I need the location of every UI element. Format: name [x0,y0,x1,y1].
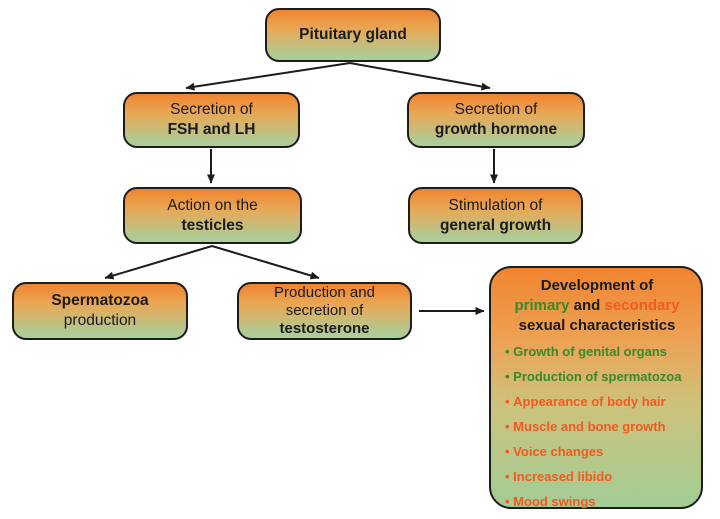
bullet-production-spermatozoa: Production of spermatozoa [505,369,691,384]
bullet-voice-changes: Voice changes [505,444,691,459]
node-label-line2: general growth [439,216,552,234]
arrow-testicles-to-testosterone [211,245,320,280]
development-title-secondary: secondary [604,297,680,314]
node-label-line1: Secretion of [170,101,253,118]
arrow-testicles-to-spermatozoa [104,245,213,280]
bullet-increased-libido: Increased libido [505,469,691,484]
node-label-line1: Action on the [167,196,258,214]
arrow-pituitary-to-growth-hormone [349,62,491,91]
node-label-line1: Secretion of [454,101,538,118]
development-title-line3: sexual characteristics [518,317,676,334]
node-development-characteristics: Development of primary and secondary sex… [489,266,703,509]
node-label-line1: Production and [274,284,375,301]
node-label-line2: testicles [181,216,244,234]
arrow-pituitary-to-fsh [185,62,351,91]
node-secretion-fsh-lh: Secretion of FSH and LH [123,92,300,148]
node-label-line2: FSH and LH [167,121,256,138]
node-label-line1: Stimulation of [448,196,543,214]
development-title-primary: primary [514,297,570,314]
node-label-line2: production [63,312,137,329]
node-label: Pituitary gland [299,26,407,43]
node-secretion-growth-hormone: Secretion of growth hormone [407,92,585,148]
bullet-appearance-body-hair: Appearance of body hair [505,394,691,409]
bullet-mood-swings: Mood swings [505,494,691,509]
node-spermatozoa-production: Spermatozoa production [12,282,188,340]
node-testosterone-secretion: Production and secretion of testosterone [237,282,412,340]
node-label-line2: growth hormone [434,121,558,138]
development-title: Development of primary and secondary sex… [503,276,691,336]
development-title-line1: Development of [540,277,654,294]
node-stimulation-general-growth: Stimulation of general growth [408,187,583,244]
node-pituitary-gland: Pituitary gland [265,8,441,62]
node-label-line3: testosterone [279,320,370,337]
development-title-and: and [569,297,605,314]
bullet-growth-genital-organs: Growth of genital organs [505,344,691,359]
node-action-on-testicles: Action on the testicles [123,187,302,244]
development-bullet-list: Growth of genital organs Production of s… [503,344,691,519]
node-label-line2: secretion of [285,302,364,319]
node-label-line1: Spermatozoa [51,292,149,309]
bullet-muscle-bone-growth: Muscle and bone growth [505,419,691,434]
